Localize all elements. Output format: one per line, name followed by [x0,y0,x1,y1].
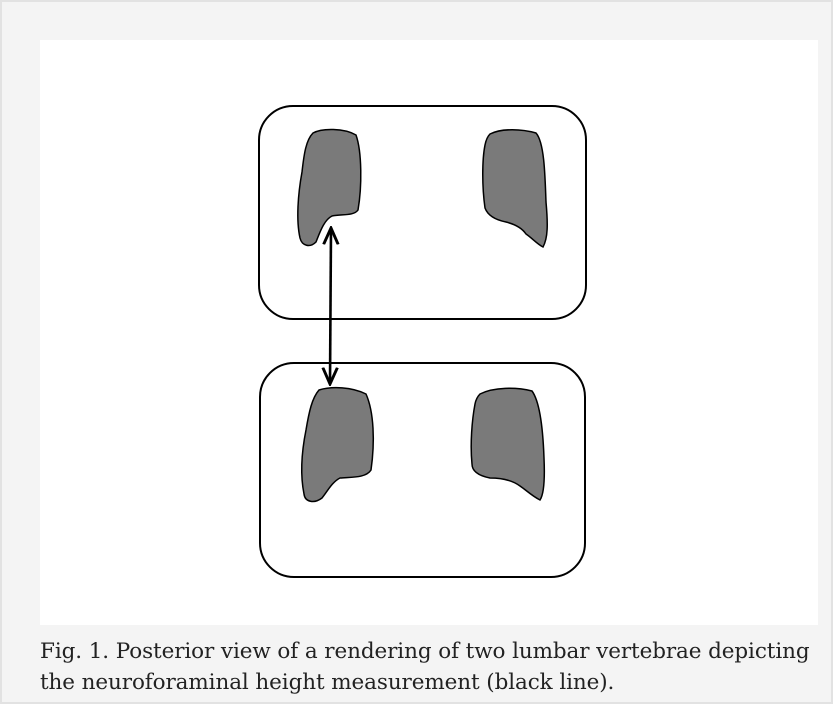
vertebrae-diagram [40,40,818,625]
figure-caption: Fig. 1. Posterior view of a rendering of… [40,636,820,698]
upper-right-pedicle [483,130,547,247]
neuroforaminal-height-arrow [330,228,331,384]
lower-vertebra [260,363,585,577]
lower-left-pedicle [302,388,373,502]
lower-right-pedicle [471,388,544,500]
upper-left-pedicle [298,129,361,245]
caption-line-1: Fig. 1. Posterior view of a rendering of… [40,639,810,664]
figure-image [40,40,818,625]
upper-vertebra [259,106,586,319]
caption-line-2: the neuroforaminal height measurement (b… [40,670,614,695]
